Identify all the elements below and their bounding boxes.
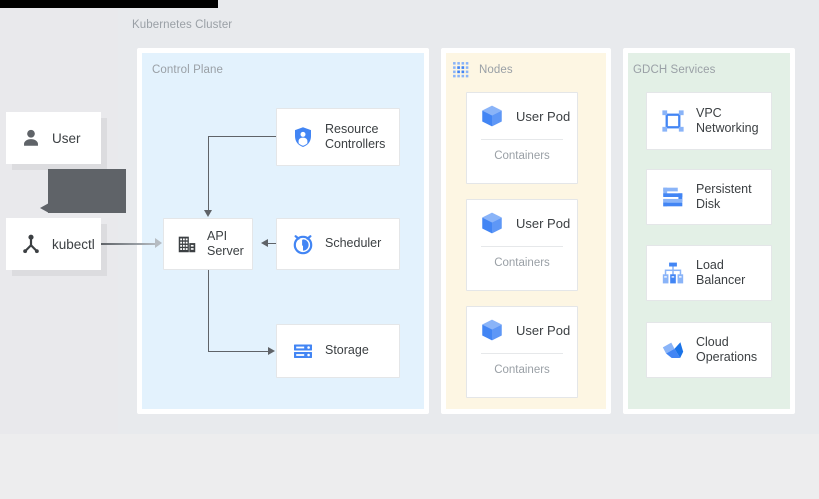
cluster-title: Kubernetes Cluster <box>132 19 233 31</box>
shield-person-icon <box>291 125 315 149</box>
card-user-pod[interactable]: User Pod Containers <box>466 199 578 291</box>
load-balancer-icon <box>660 260 686 286</box>
tooltip-popup <box>48 169 126 213</box>
connector-api-to-storage-vertical <box>208 270 210 352</box>
dot-grid-icon <box>452 61 469 78</box>
user-pod-name: User Pod <box>516 322 571 338</box>
user-pod-containers-label: Containers <box>494 150 550 162</box>
arrowhead-into-api-server-right <box>261 239 268 247</box>
user-pod-header: User Pod <box>467 200 577 246</box>
card-api-server-label-line1: API <box>207 228 228 243</box>
card-vpc-networking-label-line2: Networking <box>696 121 759 135</box>
person-icon <box>20 127 42 149</box>
arrowhead-into-storage <box>268 347 275 355</box>
card-vpc-networking[interactable]: VPC Networking <box>646 92 772 150</box>
card-load-balancer-label-line1: Load <box>696 257 724 272</box>
card-user-pod[interactable]: User Pod Containers <box>466 306 578 398</box>
card-load-balancer[interactable]: Load Balancer <box>646 245 772 301</box>
connector-scheduler-to-api <box>268 243 280 245</box>
storage-rack-icon <box>291 339 315 363</box>
card-kubectl-label: kubectl <box>52 236 95 252</box>
card-scheduler[interactable]: Scheduler <box>276 218 400 270</box>
arrowhead-into-api-server-left <box>155 238 162 248</box>
nodes-label: Nodes <box>479 64 513 76</box>
user-pod-divider <box>481 246 563 247</box>
card-storage-label: Storage <box>325 343 369 358</box>
background-lower-band <box>0 434 819 499</box>
card-user-label: User <box>52 130 81 146</box>
api-server-icon <box>176 233 198 255</box>
card-cloud-operations-label-line2: Operations <box>696 350 758 364</box>
card-resource-controllers-label-group: Resource Controllers <box>325 122 385 153</box>
vpc-networking-icon <box>660 108 686 134</box>
cube-icon <box>479 103 505 129</box>
user-pod-divider <box>481 139 563 140</box>
alarm-clock-icon <box>291 232 315 256</box>
user-pod-name: User Pod <box>516 215 571 231</box>
tooltip-pointer <box>40 203 49 213</box>
cube-icon <box>479 210 505 236</box>
card-persistent-disk-label-line1: Persistent <box>696 181 752 196</box>
user-pod-header: User Pod <box>467 307 577 353</box>
user-pod-containers-label: Containers <box>494 257 550 269</box>
card-resource-controllers-label-line2: Controllers <box>325 137 386 151</box>
card-vpc-networking-label-line1: VPC <box>696 105 722 120</box>
card-cloud-operations-label-line1: Cloud <box>696 334 729 349</box>
user-pod-containers-label: Containers <box>494 364 550 376</box>
card-load-balancer-label-line2: Balancer <box>696 273 746 287</box>
card-cloud-operations-label-group: Cloud Operations <box>686 335 757 366</box>
connector-rescon-to-api-vertical <box>208 136 210 212</box>
kubectl-icon <box>20 233 42 255</box>
card-resource-controllers-label-line1: Resource <box>325 121 379 136</box>
cube-icon <box>479 317 505 343</box>
top-black-bar <box>0 0 218 8</box>
cloud-operations-icon <box>660 337 686 363</box>
card-api-server-label-group: API Server <box>207 229 244 260</box>
card-user[interactable]: User <box>6 112 101 164</box>
gdch-services-label: GDCH Services <box>633 64 716 76</box>
connector-rescon-to-api-horizontal <box>208 136 278 138</box>
card-kubectl[interactable]: kubectl <box>6 218 101 270</box>
persistent-disk-icon <box>660 184 686 210</box>
control-plane-label: Control Plane <box>152 64 223 76</box>
card-resource-controllers[interactable]: Resource Controllers <box>276 108 400 166</box>
user-pod-header: User Pod <box>467 93 577 139</box>
connector-kubectl-to-api <box>101 243 157 245</box>
card-persistent-disk-label-line2: Disk <box>696 197 721 211</box>
card-user-pod[interactable]: User Pod Containers <box>466 92 578 184</box>
card-persistent-disk-label-group: Persistent Disk <box>686 182 752 213</box>
arrowhead-into-api-server-top <box>204 210 212 217</box>
card-storage[interactable]: Storage <box>276 324 400 378</box>
card-scheduler-label: Scheduler <box>325 236 382 251</box>
user-pod-name: User Pod <box>516 108 571 124</box>
card-api-server[interactable]: API Server <box>163 218 253 270</box>
card-cloud-operations[interactable]: Cloud Operations <box>646 322 772 378</box>
connector-api-to-storage-horizontal <box>208 351 268 353</box>
card-load-balancer-label-group: Load Balancer <box>686 258 745 289</box>
card-api-server-label-line2: Server <box>207 244 244 258</box>
card-vpc-networking-label-group: VPC Networking <box>686 106 759 137</box>
user-pod-divider <box>481 353 563 354</box>
card-persistent-disk[interactable]: Persistent Disk <box>646 169 772 225</box>
